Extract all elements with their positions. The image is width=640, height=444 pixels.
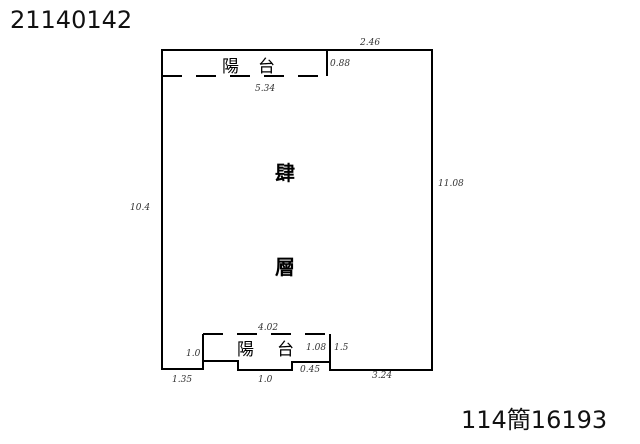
dim-bottom-balcony-right-inner: 1.08 <box>306 343 326 353</box>
dim-right: 11.08 <box>438 179 464 189</box>
floor-label-char2: 層 <box>275 255 295 279</box>
bottom-balcony-char1: 陽 <box>237 340 254 360</box>
outline <box>161 49 433 371</box>
dim-bottom-balcony-left-depth: 1.0 <box>186 349 201 359</box>
dim-bottom-balcony-right-depth: 1.5 <box>334 343 349 353</box>
top-balcony-char2: 台 <box>258 57 275 77</box>
dim-bottom-left: 1.35 <box>172 375 192 385</box>
document-number: 21140142 <box>10 6 133 34</box>
dim-bottom-balcony-width: 4.02 <box>257 323 278 333</box>
reference-number: 114簡16193 <box>461 406 608 434</box>
top-balcony-char1: 陽 <box>222 57 239 77</box>
dim-bottom-right: 3.24 <box>372 371 392 381</box>
dim-top-balcony-depth: 0.88 <box>330 59 350 69</box>
dim-top-right: 2.46 <box>359 38 380 48</box>
floor-label-char1: 肆 <box>275 161 295 185</box>
bottom-balcony-char2: 台 <box>277 340 294 360</box>
dim-left: 10.4 <box>130 203 150 213</box>
outer-wall <box>161 49 433 371</box>
dim-bottom-step: 0.45 <box>300 365 320 375</box>
dim-bottom-middle: 1.0 <box>258 375 273 385</box>
bottom-wall <box>162 360 330 371</box>
dim-top-balcony-width: 5.34 <box>255 84 275 94</box>
